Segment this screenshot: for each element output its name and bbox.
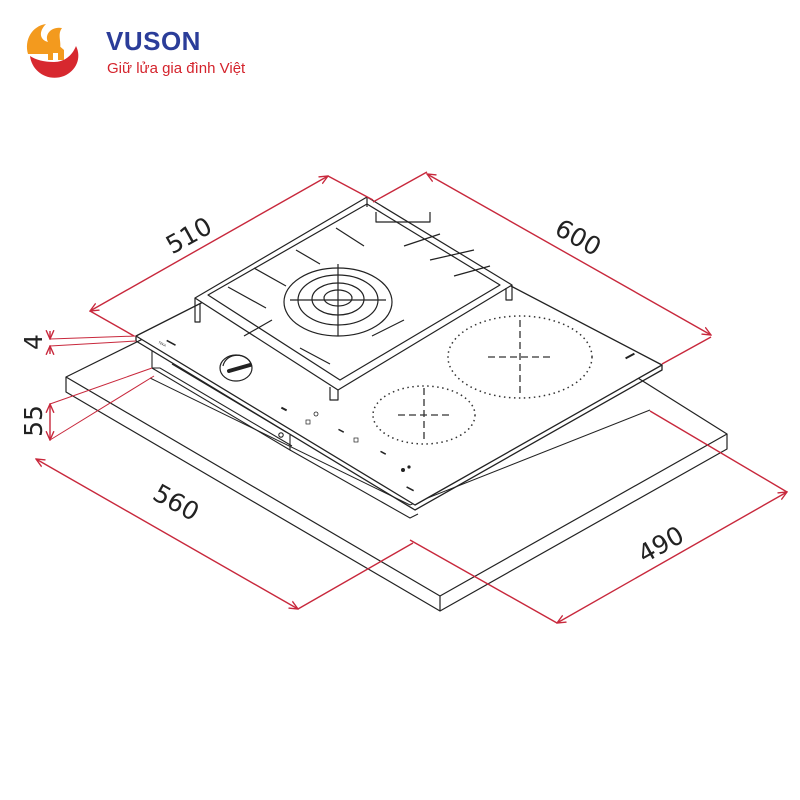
dim-label-600: 600 (550, 213, 606, 261)
vuson-flame-house-icon (26, 24, 79, 78)
dim-label-510: 510 (161, 211, 217, 259)
hob-body (151, 351, 419, 519)
vuson-logo: VUSON Giữ lửa gia đình Việt (18, 16, 278, 86)
dim-label-490: 490 (633, 520, 689, 568)
brand-name: VUSON (106, 26, 201, 56)
gas-control-knob (219, 354, 253, 382)
induction-zone-small (372, 385, 476, 445)
control-panel (166, 339, 635, 492)
countertop-cutout (149, 377, 651, 506)
dimension-lines (36, 171, 787, 623)
brand-tagline: Giữ lửa gia đình Việt (107, 60, 246, 77)
panel-brand-mark: TEKA (157, 340, 168, 348)
dim-label-4: 4 (19, 334, 48, 350)
thickness-extension-lines (49, 335, 155, 441)
dim-label-55: 55 (19, 405, 48, 437)
dim-label-560: 560 (148, 478, 204, 526)
